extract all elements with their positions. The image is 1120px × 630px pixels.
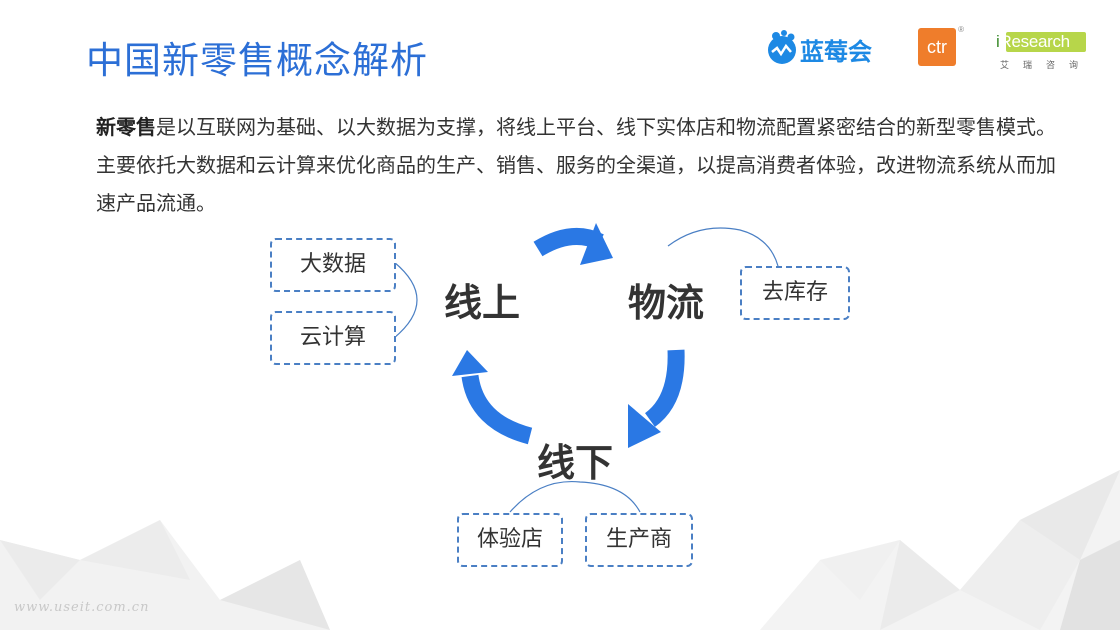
lanmeihui-logo: 蓝莓会 (760, 26, 880, 70)
box-big-data: 大数据 (270, 238, 396, 292)
ctr-logo: ctr ® (918, 25, 964, 66)
iresearch-logo: iResearch 艾瑞咨询 (996, 28, 1096, 74)
arrow-logistics-to-offline (628, 349, 685, 448)
intro-text: 是以互联网为基础、以大数据为支撑，将线上平台、线下实体店和物流配置紧密结合的新型… (96, 115, 1056, 215)
iresearch-text: iResearch (996, 32, 1070, 51)
node-offline: 线下 (537, 441, 614, 485)
arrow-offline-to-online (452, 350, 533, 445)
node-online: 线上 (444, 281, 521, 325)
arrow-online-to-logistics (533, 223, 613, 265)
box-cloud-computing: 云计算 (270, 311, 396, 365)
partner-logos: 蓝莓会 ctr ® iResearch 艾瑞咨询 (760, 24, 1100, 80)
lanmeihui-text: 蓝莓会 (800, 38, 872, 66)
box-experience-store: 体验店 (457, 513, 563, 567)
ctr-registered-mark: ® (958, 25, 964, 34)
iresearch-subtitle: 艾瑞咨询 (1000, 61, 1093, 71)
connector-store-producer (509, 480, 641, 513)
connector-logistics-destock (667, 227, 779, 267)
box-destock: 去库存 (740, 266, 850, 320)
node-logistics: 物流 (628, 281, 705, 325)
iresearch-bar (1006, 32, 1086, 52)
connector-bigdata-cloud (393, 261, 418, 339)
watermark: www.useit.com.cn (14, 600, 150, 615)
intro-keyword: 新零售 (96, 115, 156, 139)
lanmeihui-icon (768, 30, 796, 64)
intro-paragraph: 新零售是以互联网为基础、以大数据为支撑，将线上平台、线下实体店和物流配置紧密结合… (96, 108, 1056, 222)
page-title: 中国新零售概念解析 (86, 39, 428, 82)
box-producer: 生产商 (585, 513, 693, 567)
ctr-text: ctr (927, 37, 947, 57)
